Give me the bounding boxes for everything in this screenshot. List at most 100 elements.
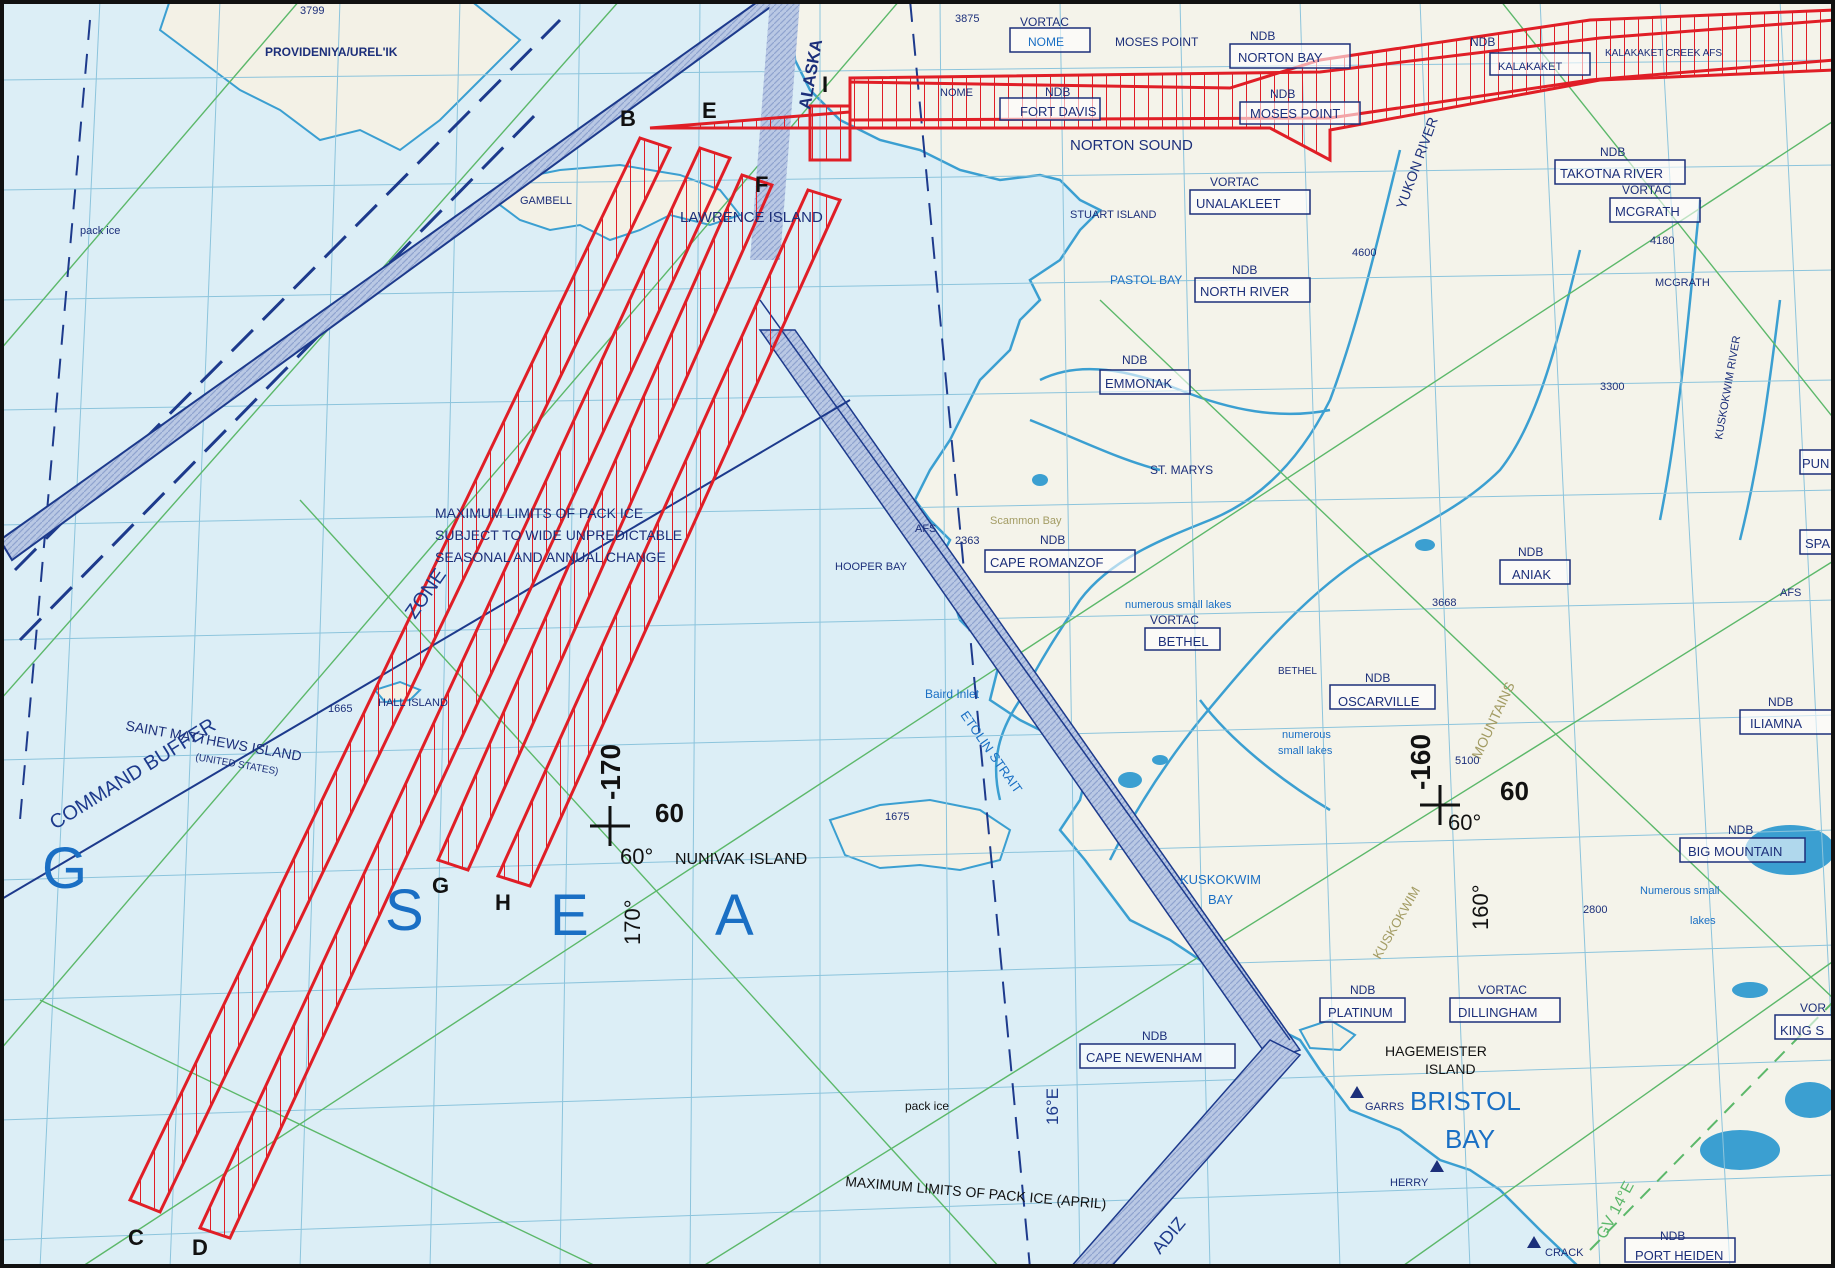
label-pun: PUN bbox=[1802, 456, 1829, 471]
boundary-dashed bbox=[13, 0, 1835, 1268]
label-lat-60-w: 60 bbox=[655, 798, 684, 828]
label-kuskokwim-bay-2: BAY bbox=[1208, 892, 1233, 907]
sea-letter-s: S bbox=[385, 878, 424, 943]
label-takotna: TAKOTNA RIVER bbox=[1560, 166, 1663, 181]
label-pack-ice-note-3: SEASONAL AND ANNUAL CHANGE bbox=[435, 549, 666, 565]
sea-letter-e: E bbox=[550, 883, 589, 948]
route-ih bbox=[495, 188, 843, 888]
route-bc bbox=[127, 136, 673, 1214]
label-board-inlet: Baird Inlet bbox=[925, 687, 980, 701]
route-fg bbox=[435, 173, 775, 872]
label-norton-sound: NORTON SOUND bbox=[1070, 137, 1193, 154]
label-vortac-king: VOR bbox=[1800, 1001, 1826, 1015]
label-vortac-dillingham: VORTAC bbox=[1478, 983, 1527, 997]
label-emmonak: EMMONAK bbox=[1105, 376, 1173, 391]
label-elev-3875: 3875 bbox=[955, 13, 979, 25]
label-fort-davis: FORT DAVIS bbox=[1020, 104, 1097, 119]
label-ndb-emmonak: NDB bbox=[1122, 353, 1147, 367]
label-big-mountain-ndb: NDB bbox=[1728, 823, 1753, 837]
waypoint-e: E bbox=[702, 98, 717, 123]
label-gambell: GAMBELL bbox=[520, 195, 572, 207]
label-nunivak: NUNIVAK ISLAND bbox=[675, 851, 807, 868]
label-numerous-lakes-1: numerous small lakes bbox=[1125, 599, 1232, 611]
land-chukotka bbox=[158, 0, 522, 152]
label-lawrence: LAWRENCE ISLAND bbox=[680, 209, 823, 226]
label-cape-romanzof: CAPE ROMANZOF bbox=[990, 555, 1103, 570]
waypoint-d: D bbox=[192, 1235, 208, 1260]
label-hall-island: HALL ISLAND bbox=[378, 697, 448, 709]
waypoint-g: G bbox=[432, 873, 449, 898]
label-lon-170-deg: 170° bbox=[620, 899, 645, 945]
label-hagemeister-1: HAGEMEISTER bbox=[1385, 1043, 1487, 1059]
waypoint-b: B bbox=[620, 106, 636, 131]
label-ndb-kalakaket: NDB bbox=[1470, 35, 1495, 49]
label-iliamna: ILIAMNA bbox=[1750, 716, 1802, 731]
label-elev-1675: 1675 bbox=[885, 811, 909, 823]
label-port-heiden-ndb: NDB bbox=[1660, 1229, 1685, 1243]
label-elev-4600: 4600 bbox=[1352, 247, 1376, 259]
label-stuart-island: STUART ISLAND bbox=[1070, 209, 1156, 221]
label-lat-60-e: 60 bbox=[1500, 776, 1529, 806]
label-norton-bay: NORTON BAY bbox=[1238, 50, 1323, 65]
label-elev-3300: 3300 bbox=[1600, 381, 1624, 393]
buffer-zones bbox=[0, 0, 1302, 1268]
label-elev-3799: 3799 bbox=[300, 5, 324, 17]
label-lon-160-deg: 160° bbox=[1468, 884, 1493, 930]
label-platinum: PLATINUM bbox=[1328, 1005, 1393, 1020]
label-north-river: NORTH RIVER bbox=[1200, 284, 1289, 299]
command-buffer-band bbox=[0, 0, 782, 562]
label-bethel-box: BETHEL bbox=[1158, 634, 1209, 649]
label-ndb-aniak: NDB bbox=[1518, 545, 1543, 559]
label-kuskokwim-bay-1: KUSKOKWIM bbox=[1180, 872, 1261, 887]
label-st-marys: ST. MARYS bbox=[1150, 463, 1213, 477]
label-mcgrath-box: MCGRATH bbox=[1615, 204, 1680, 219]
label-hagemeister-2: ISLAND bbox=[1425, 1061, 1476, 1077]
label-pack-ice-note-2: SUBJECT TO WIDE UNPREDICTABLE bbox=[435, 527, 682, 543]
label-pastol-bay: PASTOL BAY bbox=[1110, 273, 1182, 287]
label-ndb-iliamna: NDB bbox=[1768, 695, 1793, 709]
label-vortac-mcgrath: VORTAC bbox=[1622, 183, 1671, 197]
label-elev-1665: 1665 bbox=[328, 703, 352, 715]
waypoint-i: I bbox=[822, 72, 828, 97]
route-connector bbox=[808, 104, 852, 162]
label-elev-2800: 2800 bbox=[1583, 904, 1607, 916]
label-big-mountain: BIG MOUNTAIN bbox=[1688, 844, 1782, 859]
label-herry: HERRY bbox=[1390, 1177, 1429, 1189]
label-afs-e: AFS bbox=[1780, 587, 1801, 599]
label-pack-ice-nw: pack ice bbox=[80, 225, 120, 237]
land-mainland-alaska bbox=[788, 0, 1835, 1268]
label-elev-2363: 2363 bbox=[955, 535, 979, 547]
label-bristol-bay-2: BAY bbox=[1445, 1124, 1495, 1154]
label-lon-170: -170 bbox=[595, 744, 626, 800]
label-elev-4180: 4180 bbox=[1650, 235, 1674, 247]
label-lat-60-e-deg: 60° bbox=[1448, 810, 1481, 835]
label-ndb-oscarville: NDB bbox=[1365, 671, 1390, 685]
land-nunivak bbox=[828, 798, 1012, 872]
nav-boxes bbox=[984, 27, 1835, 1263]
label-port-heiden: PORT HEIDEN bbox=[1635, 1248, 1723, 1263]
label-pack-ice-s: pack ice bbox=[905, 1099, 949, 1113]
intersection-markers bbox=[590, 785, 1460, 846]
label-afs: AFS bbox=[915, 523, 936, 535]
label-ndb-norton: NDB bbox=[1250, 29, 1275, 43]
label-dillingham: DILLINGHAM bbox=[1458, 1005, 1537, 1020]
sea-letter-g: G bbox=[42, 836, 87, 901]
label-hooper-bay: HOOPER BAY bbox=[835, 561, 908, 573]
label-oscarville: OSCARVILLE bbox=[1338, 694, 1420, 709]
label-providenyia: PROVIDENIYA/UREL'IK bbox=[265, 45, 398, 59]
label-numerous-lakes-2b: small lakes bbox=[1278, 745, 1333, 757]
label-garrs: GARRS bbox=[1365, 1101, 1404, 1113]
label-nome-box: NOME bbox=[1028, 35, 1064, 49]
sea-name: G S E A bbox=[42, 836, 754, 948]
label-bristol-bay-1: BRISTOL bbox=[1410, 1086, 1521, 1116]
adiz-band-south bbox=[1069, 1039, 1302, 1268]
label-kalakaket-box: KALAKAKET bbox=[1498, 61, 1562, 73]
label-mcgrath-town: MCGRATH bbox=[1655, 277, 1710, 289]
label-spa: SPA bbox=[1805, 536, 1830, 551]
label-vortac-unalakleet: VORTAC bbox=[1210, 175, 1259, 189]
label-ndb-cape-rom: NDB bbox=[1040, 533, 1065, 547]
label-pack-ice-note-1: MAXIMUM LIMITS OF PACK ICE bbox=[435, 505, 643, 521]
label-bethel-town: BETHEL bbox=[1278, 666, 1317, 677]
survey-routes bbox=[127, 8, 1835, 1240]
adiz-band-diag bbox=[758, 329, 1302, 1061]
